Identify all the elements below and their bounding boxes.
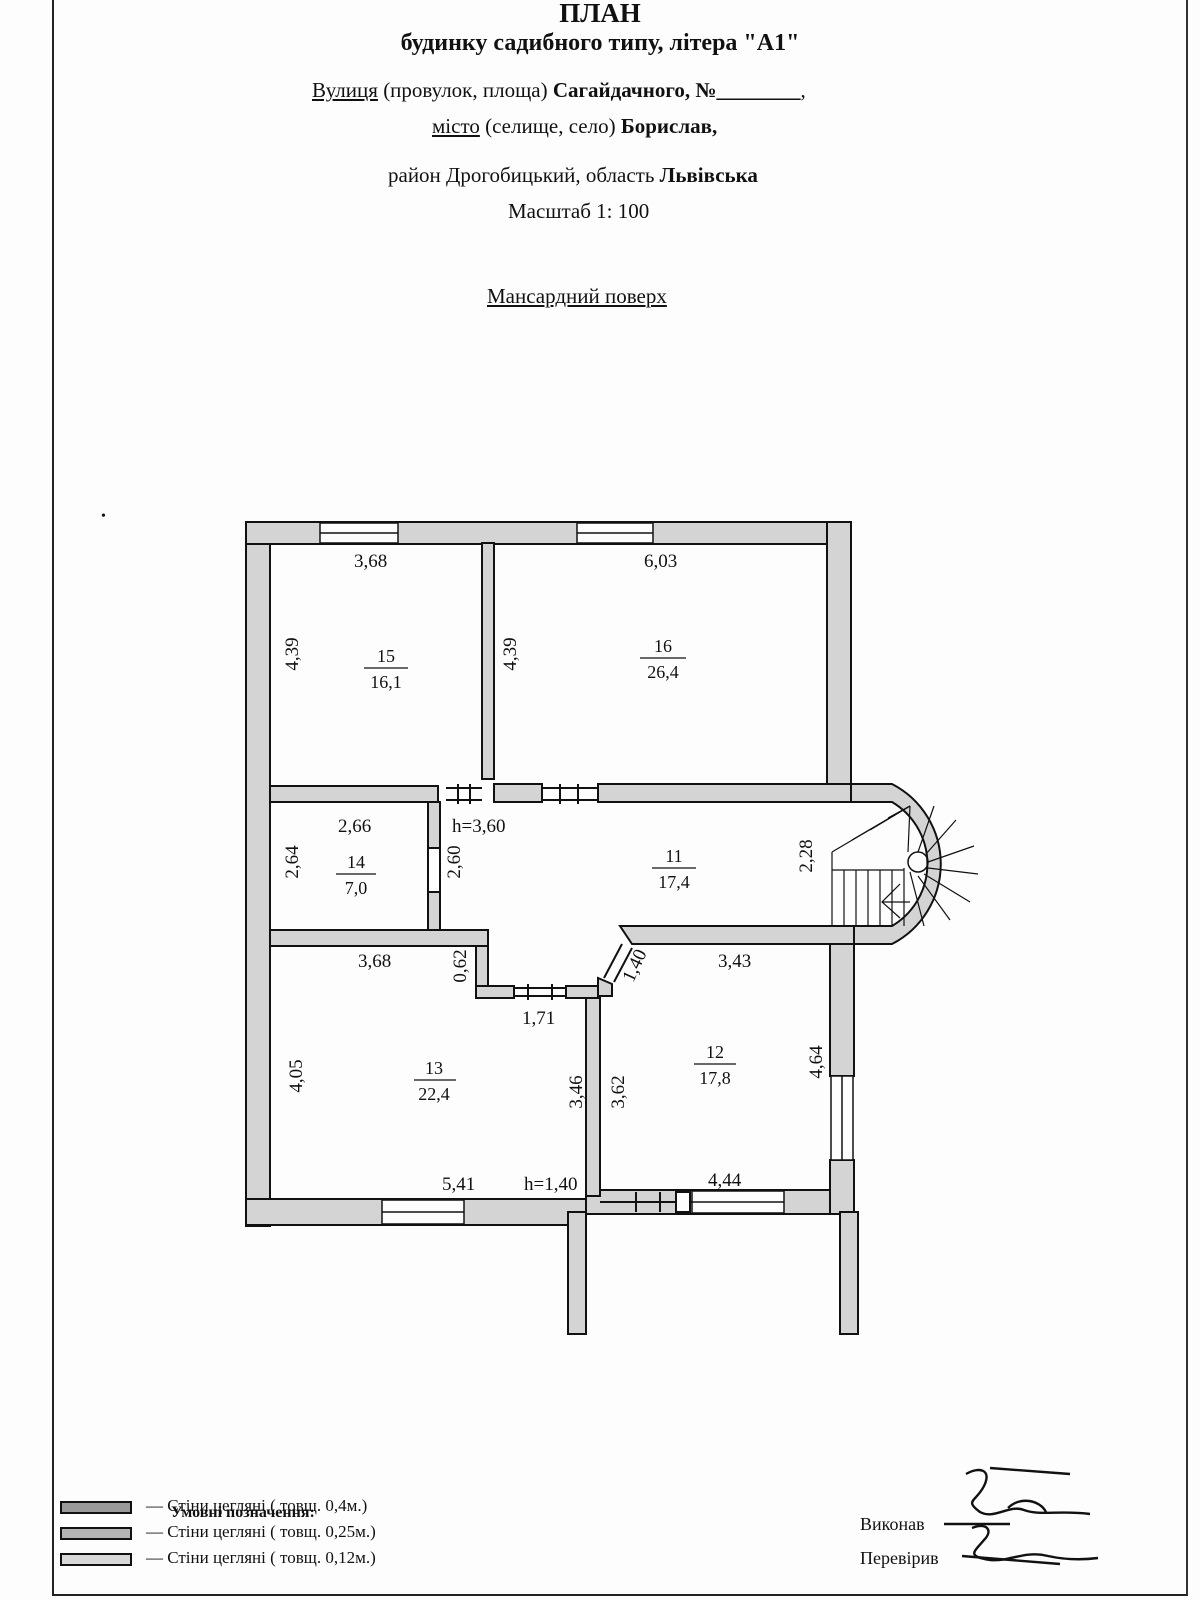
stray-dot: • [101,509,106,524]
room13-width-b: 1,71 [522,1008,555,1029]
street-comma: , [800,78,806,102]
legend-title: Умовні позначення: [171,1504,315,1521]
room15-area: 16,1 [370,672,402,692]
outer-walls [245,521,859,1335]
floor-name: Мансардний поверх [487,284,667,308]
windows [319,522,854,1225]
legend-item-medium: — Стіни цегляні ( товщ. 0,25м.) [60,1522,376,1542]
legend-swatch-medium [60,1526,132,1540]
legend-item-thin: — Стіни цегляні ( товщ. 0,12м.) [60,1548,376,1568]
legend-item-thick: — Стіни цегляні ( товщ. 0,4м.) [60,1496,367,1516]
room16-width: 6,03 [644,551,677,572]
scale-label: Масштаб 1: 100 [508,199,650,223]
door-marks [427,784,692,1213]
legend-swatch-thin [60,1552,132,1566]
room13-height: h=1,40 [524,1174,577,1195]
room12-number: 12 [706,1042,724,1062]
room13-width: 3,68 [358,951,391,972]
city-name: Борислав, [620,114,718,138]
street-blank: ________ [716,78,801,102]
street-label: Вулиця [312,78,378,102]
room12-bottom: 4,44 [708,1170,742,1191]
address-district-line: район Дрогобицький, область Львівська [388,163,758,188]
room12-side: 3,62 [608,1075,629,1108]
room13-number: 13 [425,1058,443,1078]
sheet-frame [52,0,1188,1596]
room12-depth: 4,64 [806,1045,827,1079]
performed-by-label: Виконав [860,1514,925,1534]
room14-area: 7,0 [345,878,368,898]
district: район Дрогобицький, область [388,163,655,187]
city-label: місто [432,114,480,138]
room11-area: 17,4 [658,872,690,892]
room13-area: 22,4 [418,1084,450,1104]
room16-area: 26,4 [647,662,679,682]
address-street-line: Вулиця (провулок, площа) Сагайдачного, №… [312,78,806,103]
room13-depth: 4,05 [286,1059,307,1092]
stair-tower [831,783,979,945]
legend-label-thin: — Стіни цегляні ( товщ. 0,12м.) [146,1548,376,1567]
room16-number: 16 [654,636,672,656]
room12-diag: 1,40 [618,946,651,985]
room13-bottom: 5,41 [442,1174,475,1195]
address-city-line: місто (селище, село) Борислав, [432,114,717,139]
checked-by-label: Перевірив [860,1548,939,1568]
room14-number: 14 [347,852,365,872]
room12-width: 3,43 [718,951,751,972]
legend-label-thick: — Стіни цегляні ( товщ. 0,4м.) [146,1496,368,1515]
room14-width: 2,66 [338,816,371,837]
room11-number: 11 [665,846,682,866]
city-alt: (селище, село) [485,114,616,138]
signature-marks [944,1466,1099,1566]
legend-label-medium: — Стіни цегляні ( товщ. 0,25м.) [146,1522,376,1541]
room14-depth: 2,64 [282,845,303,879]
plan-title: ПЛАН [559,0,641,28]
room15-number: 15 [377,646,395,666]
interior-walls [269,542,855,1197]
plan-subtitle: будинку садибного типу, літера "А1" [400,30,800,56]
street-alt: (провулок, площа) [383,78,548,102]
room11-height: h=3,60 [452,816,505,837]
room12-area: 17,8 [699,1068,731,1088]
legend-swatch-thick [60,1500,132,1514]
room15-width: 3,68 [354,551,387,572]
room13-side: 3,46 [566,1075,587,1108]
street-name: Сагайдачного, № [552,78,717,102]
room13-notch: 0,62 [450,949,471,982]
room11-depth-b: 2,28 [796,839,817,872]
room16-depth: 4,39 [500,637,521,670]
room15-depth: 4,39 [282,637,303,670]
region: Львівська [659,163,758,187]
room11-depth-a: 2,60 [444,845,465,878]
